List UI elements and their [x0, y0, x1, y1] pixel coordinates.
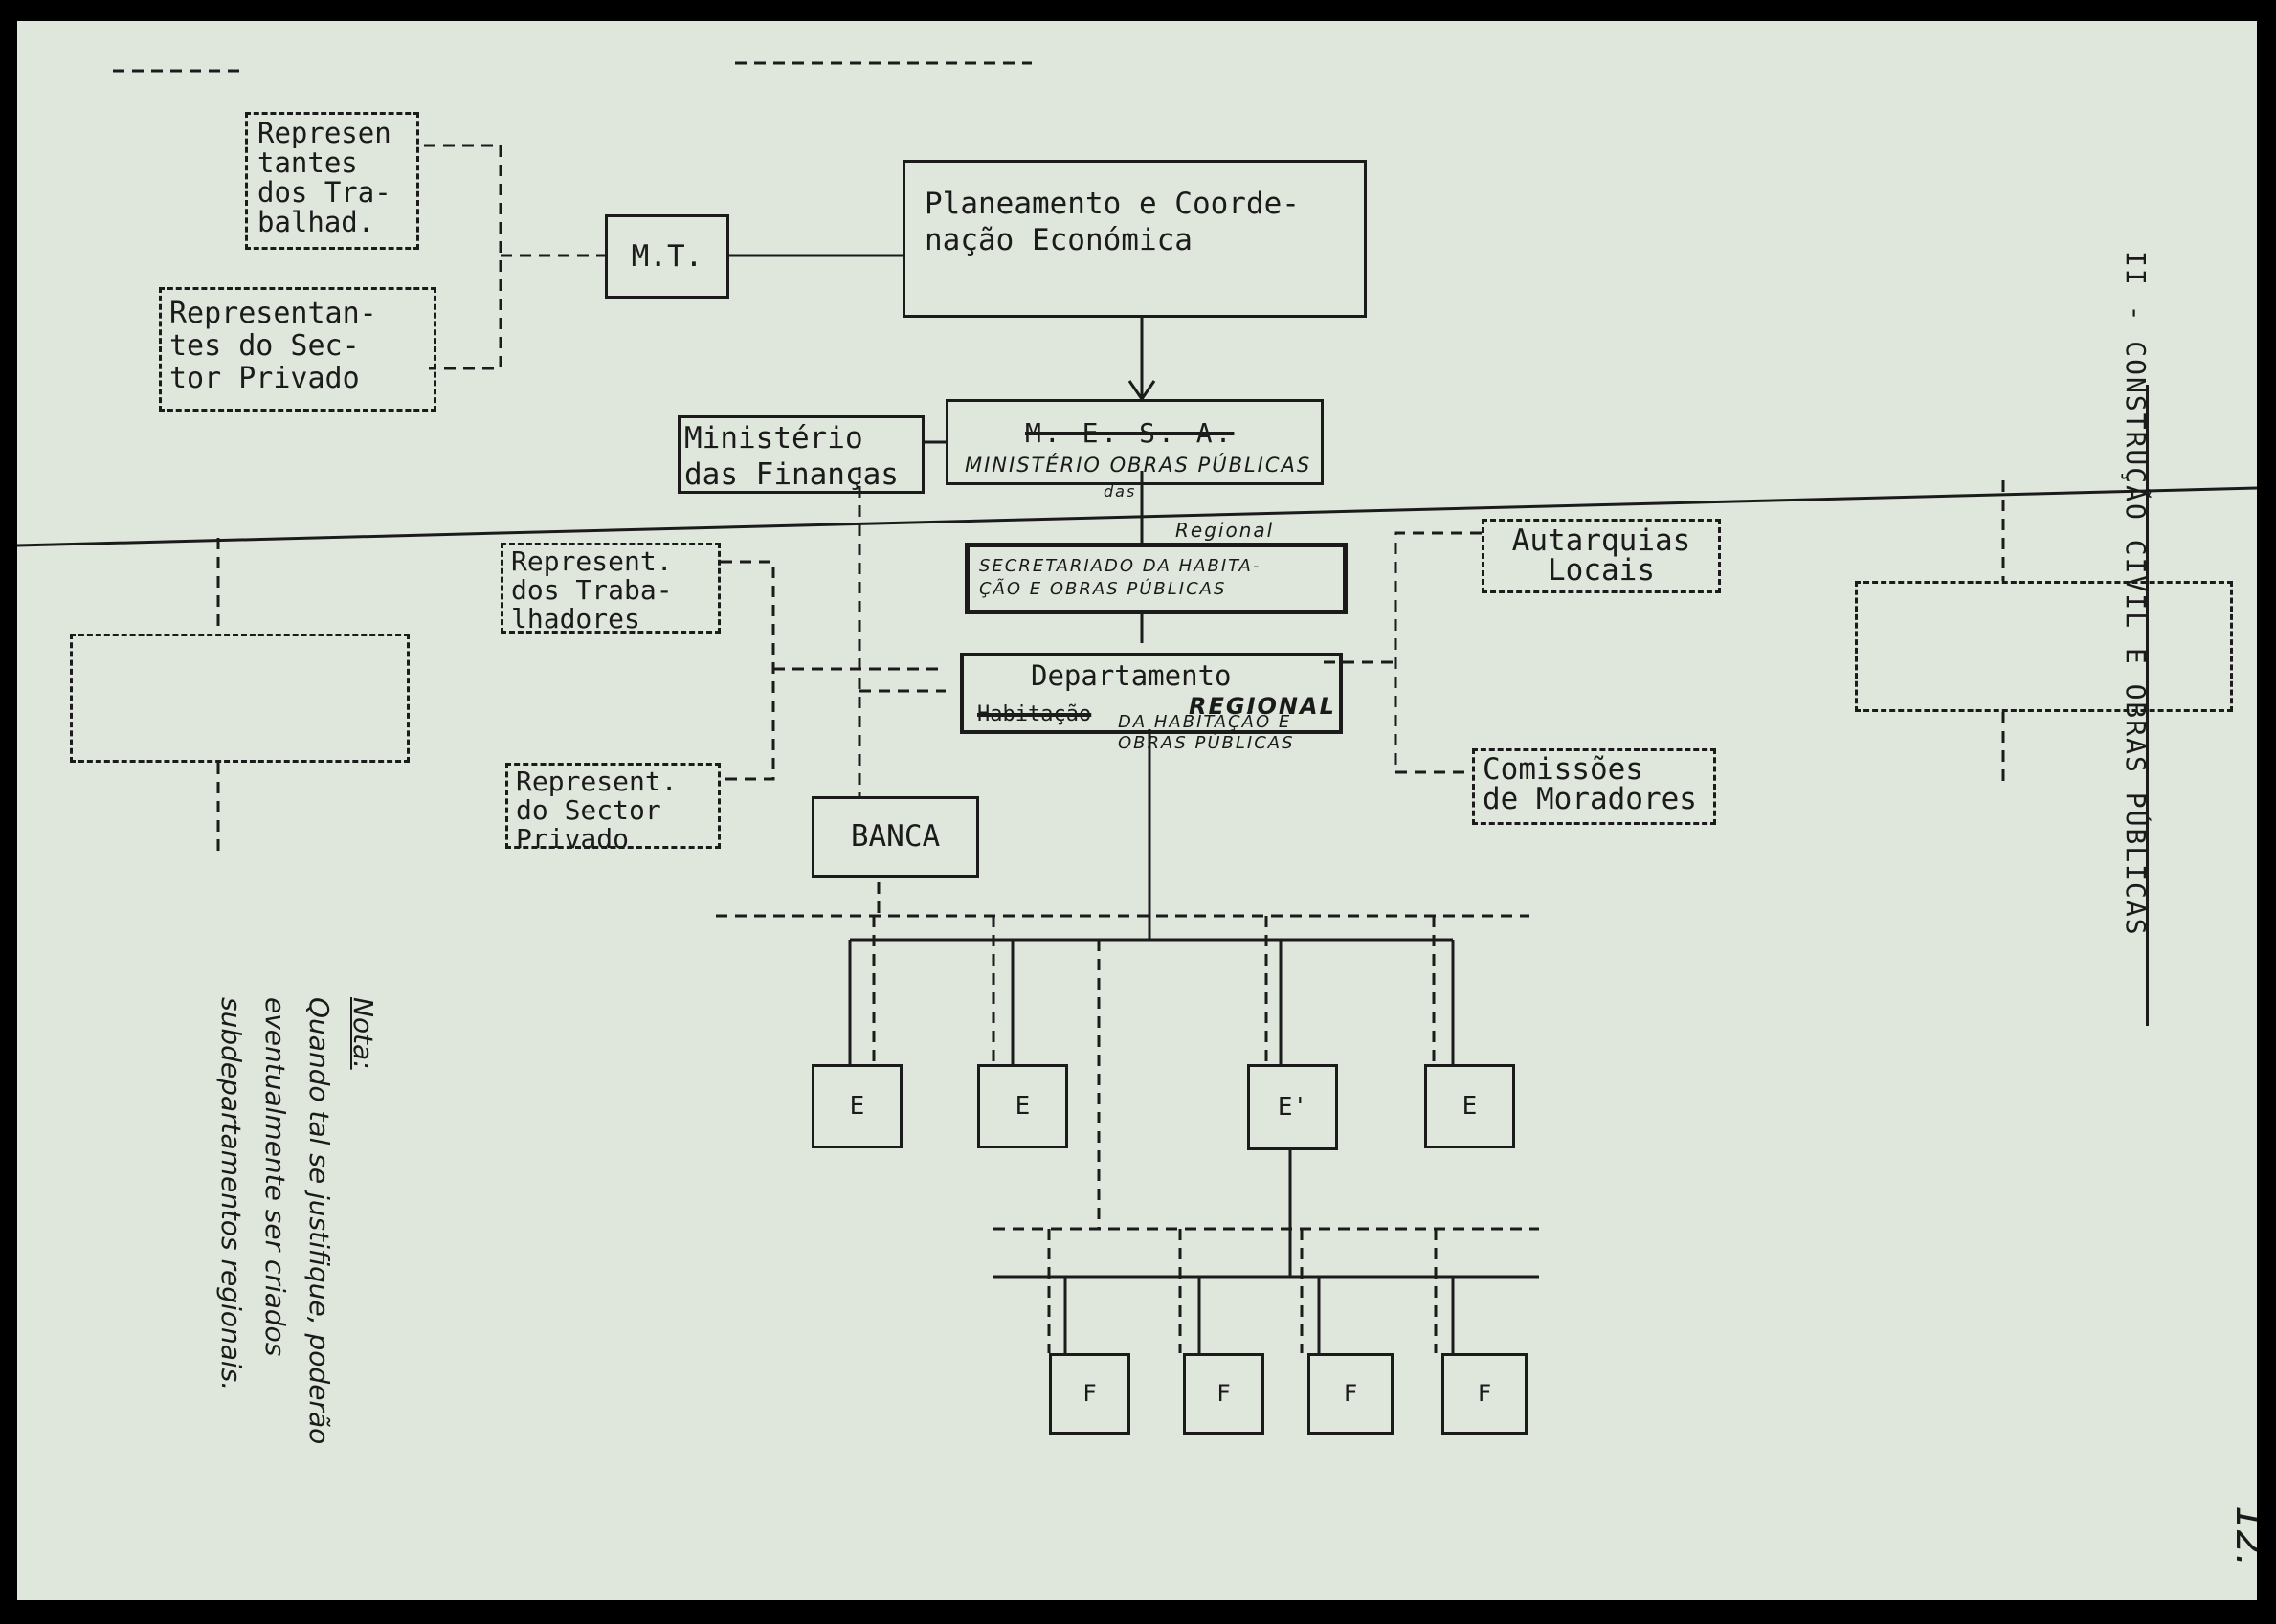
struck-mesa: M. E. S. A.	[1025, 417, 1235, 449]
box-mt: M.T.	[605, 214, 729, 299]
box-ministerio-obras-publicas: M. E. S. A.	[946, 399, 1324, 485]
divider-line	[17, 486, 2257, 547]
side-title: II - CONSTRUÇÃO CIVIL E OBRAS PÚBLICAS	[2120, 251, 2152, 937]
box-f-2: F	[1183, 1353, 1264, 1435]
box-represent-trabalhadores-mid: Represent. dos Traba- lhadores	[501, 543, 721, 634]
box-e-prime: E'	[1247, 1064, 1338, 1150]
box-represent-sector-privado-mid: Represent. do Sector Privado	[505, 763, 721, 854]
box-planeamento-coordenacao: Planeamento e Coorde- nação Económica	[903, 160, 1367, 318]
side-title-rule	[2146, 385, 2149, 1026]
note-label: Nota:	[347, 997, 379, 1070]
handwritten-note: Nota: Quando tal se justifique, poderão …	[165, 997, 429, 1600]
document-sheet: Represen tantes dos Tra- balhad. Represe…	[17, 21, 2257, 1600]
note-text: Quando tal se justifique, poderão eventu…	[215, 997, 335, 1445]
box-ministerio-financas: Ministério das Finanças	[678, 415, 925, 494]
box-e-2: E	[977, 1064, 1068, 1148]
hand-dept-habitacao: DA HABITAÇÃO E OBRAS PÚBLICAS	[1118, 712, 1295, 753]
hand-regional: Regional	[1175, 519, 1275, 542]
hand-ministerio-obras-publicas: MINISTÉRIO OBRAS PÚBLICAS	[965, 454, 1312, 477]
box-autarquias-locais: Autarquias Locais	[1482, 519, 1721, 593]
box-representantes-trabalhadores-top: Represen tantes dos Tra- balhad.	[245, 112, 419, 250]
hand-das: das	[1104, 482, 1137, 501]
box-f-1: F	[1049, 1353, 1130, 1435]
box-comissoes-moradores: Comissões de Moradores	[1472, 748, 1716, 825]
box-f-4: F	[1441, 1353, 1528, 1435]
box-banca: BANCA	[812, 796, 979, 878]
box-empty-right	[1855, 581, 2233, 712]
box-departamento-regional: Departamento Habitação REGIONAL	[960, 653, 1343, 734]
hand-secretariado: SECRETARIADO DA HABITA- ÇÃO E OBRAS PÚBL…	[979, 556, 1261, 599]
dept-label: Departamento	[1031, 659, 1232, 692]
dept-regional: REGIONAL	[1189, 693, 1336, 720]
box-f-3: F	[1307, 1353, 1394, 1435]
box-e-1: E	[812, 1064, 903, 1148]
page-number: 12.	[2226, 1505, 2257, 1567]
box-e-4: E	[1424, 1064, 1515, 1148]
box-representantes-sector-privado-top: Representan- tes do Sec- tor Privado	[159, 287, 436, 412]
dept-struck: Habitação	[977, 702, 1092, 726]
box-secretariado-habitacao: SECRETARIADO DA HABITA- ÇÃO E OBRAS PÚBL…	[965, 543, 1348, 614]
box-empty-left	[70, 634, 410, 763]
